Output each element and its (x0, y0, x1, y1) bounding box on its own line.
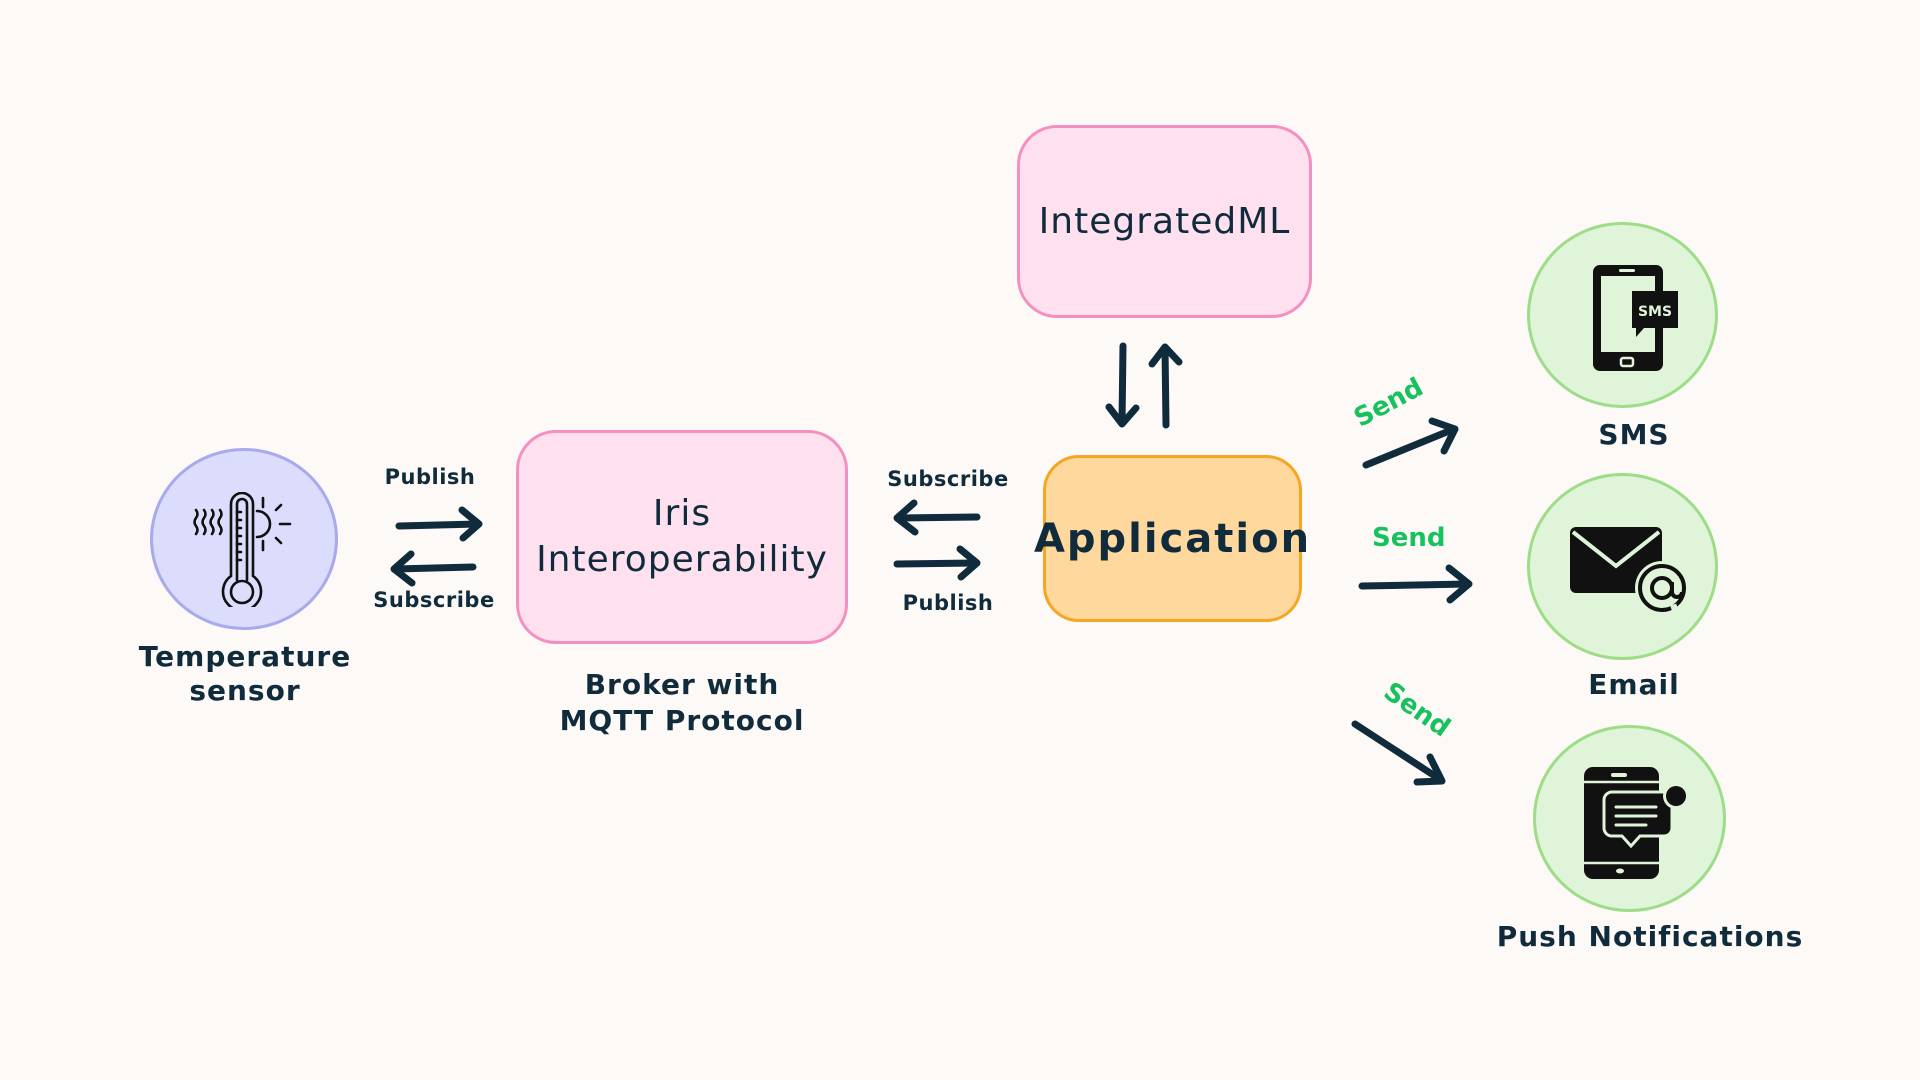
subscribe-arrow-broker-to-sensor (390, 550, 477, 587)
subscribe-arrow-app-to-broker (893, 499, 981, 536)
push-notifications-label: Push Notifications (1496, 920, 1804, 953)
broker-caption: Broker with MQTT Protocol (560, 667, 805, 739)
integratedml-box[interactable]: IntegratedML (1017, 125, 1312, 318)
email-at-icon (1570, 527, 1689, 615)
subscribe-label-right: Subscribe (887, 467, 1009, 491)
application-title: Application (1033, 515, 1312, 562)
sms-icon-text: SMS (1638, 304, 1672, 320)
iris-interoperability-box[interactable]: Iris Interoperability (516, 430, 848, 644)
broker-title-line2: Interoperability (536, 539, 828, 580)
broker-caption-line2: MQTT Protocol (559, 704, 805, 737)
arrow-app-to-ml (1148, 343, 1183, 429)
push-notification-icon (1584, 767, 1689, 879)
thermometer-sun-icon (193, 492, 292, 607)
sensor-label-line2: sensor (189, 674, 301, 707)
broker-title-line1: Iris (652, 493, 712, 534)
send-label-sms: Send (1349, 372, 1429, 434)
sms-label: SMS (1598, 418, 1670, 451)
send-arrow-to-email (1358, 564, 1473, 604)
send-label-push: Send (1378, 676, 1456, 744)
arrow-ml-to-app (1105, 342, 1140, 428)
subscribe-label-left: Subscribe (373, 588, 495, 612)
sensor-label: Temperature sensor (139, 640, 351, 708)
email-node[interactable] (1527, 473, 1718, 660)
sensor-label-line1: Temperature (138, 640, 352, 673)
broker-caption-line1: Broker with (584, 668, 780, 701)
integratedml-title: IntegratedML (1038, 200, 1291, 242)
temperature-sensor-node[interactable] (150, 448, 338, 630)
application-box[interactable]: Application (1034, 455, 1309, 622)
publish-label-right: Publish (902, 591, 994, 615)
publish-arrow-broker-to-app (893, 545, 981, 581)
send-arrow-to-sms (1362, 417, 1459, 469)
email-label: Email (1588, 668, 1680, 701)
publish-label-left: Publish (384, 465, 476, 489)
sms-phone-icon: SMS (1593, 265, 1678, 371)
send-label-email: Send (1372, 523, 1446, 553)
publish-arrow-sensor-to-broker (395, 506, 483, 542)
